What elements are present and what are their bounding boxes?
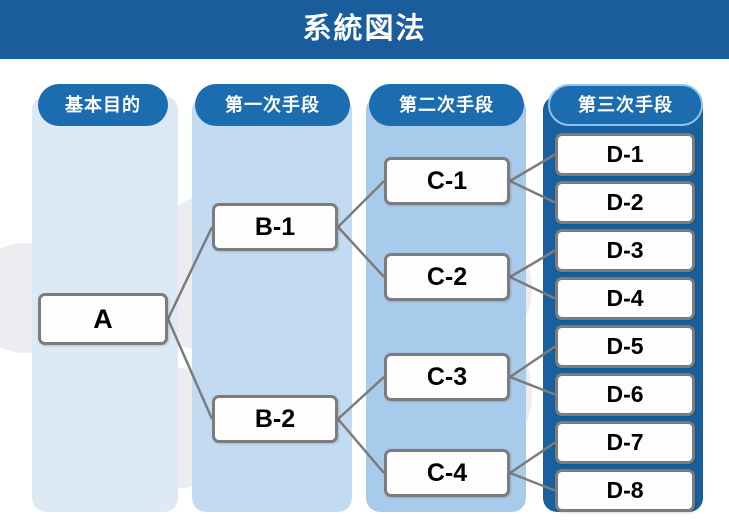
node-d-2[interactable]: D-2 [555, 181, 695, 224]
node-label: C-4 [426, 458, 468, 487]
node-label: D-3 [606, 237, 644, 263]
node-d-7[interactable]: D-7 [555, 421, 695, 464]
node-label: C-1 [426, 166, 468, 195]
node-d-1[interactable]: D-1 [555, 133, 695, 176]
title-bar: 系統図法 [0, 0, 729, 59]
column-header-label: 基本目的 [65, 95, 141, 115]
node-label: D-7 [606, 429, 644, 455]
column-header-pill: 第二次手段 [369, 84, 524, 126]
node-label: B-1 [254, 212, 296, 241]
node-d-4[interactable]: D-4 [555, 277, 695, 320]
node-b-2[interactable]: B-2 [212, 395, 338, 443]
node-a[interactable]: A [38, 293, 168, 345]
node-d-8[interactable]: D-8 [555, 469, 695, 512]
node-label: C-2 [426, 262, 468, 291]
column-header-label: 第一次手段 [225, 95, 320, 115]
column-header-label: 第三次手段 [578, 95, 673, 115]
node-d-6[interactable]: D-6 [555, 373, 695, 416]
node-d-5[interactable]: D-5 [555, 325, 695, 368]
node-label: C-3 [426, 362, 468, 391]
page-title: 系統図法 [302, 13, 427, 45]
node-c-2[interactable]: C-2 [384, 253, 510, 301]
node-label: D-8 [606, 477, 644, 503]
node-label: D-1 [606, 141, 644, 167]
col-first-means [192, 96, 352, 512]
node-c-3[interactable]: C-3 [384, 353, 510, 401]
column-header-pill: 基本目的 [38, 84, 168, 126]
node-label: B-2 [254, 404, 296, 433]
node-c-1[interactable]: C-1 [384, 157, 510, 205]
node-label: D-4 [606, 285, 644, 311]
node-d-3[interactable]: D-3 [555, 229, 695, 272]
node-label: D-6 [606, 381, 644, 407]
node-b-1[interactable]: B-1 [212, 203, 338, 251]
column-header-label: 第二次手段 [399, 95, 494, 115]
node-label: D-2 [606, 189, 644, 215]
node-label: D-5 [606, 333, 644, 359]
node-c-4[interactable]: C-4 [384, 449, 510, 497]
column-header-pill: 第一次手段 [195, 84, 350, 126]
column-header-pill: 第三次手段 [548, 84, 703, 126]
node-label: A [93, 303, 113, 334]
